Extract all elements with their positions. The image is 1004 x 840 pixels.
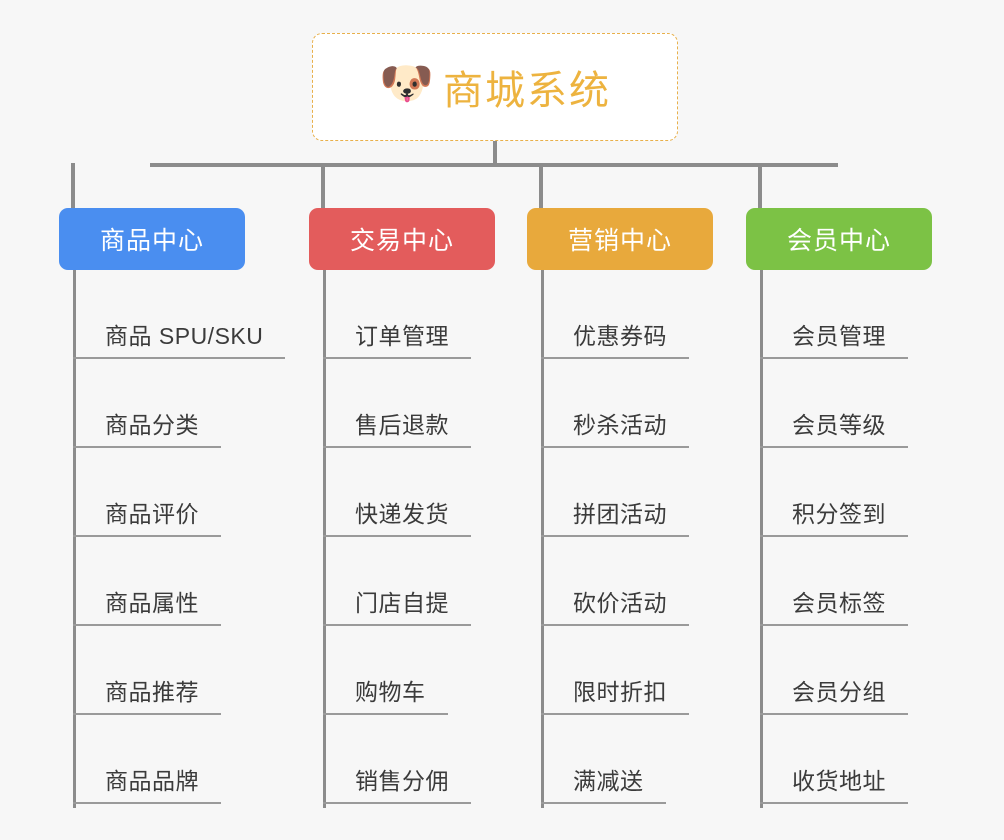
leaf-item[interactable]: 购物车 bbox=[323, 626, 448, 715]
branch-trunk-3 bbox=[541, 270, 544, 808]
leaf-item[interactable]: 秒杀活动 bbox=[541, 359, 689, 448]
branch-header-2[interactable]: 交易中心 bbox=[309, 208, 495, 270]
leaf-item[interactable]: 限时折扣 bbox=[541, 626, 689, 715]
connector-drop-3 bbox=[539, 163, 543, 208]
leaf-item-label: 优惠券码 bbox=[541, 317, 689, 359]
leaf-item-label: 秒杀活动 bbox=[541, 406, 689, 448]
leaf-item[interactable]: 快递发货 bbox=[323, 448, 471, 537]
leaf-item-label: 快递发货 bbox=[323, 495, 471, 537]
branch-header-label: 营销中心 bbox=[567, 227, 672, 255]
leaf-item-label: 会员管理 bbox=[760, 317, 908, 359]
leaf-item[interactable]: 会员标签 bbox=[760, 537, 908, 626]
leaf-item-label: 商品属性 bbox=[73, 584, 221, 626]
leaf-item-label: 会员等级 bbox=[760, 406, 908, 448]
leaf-item-label: 购物车 bbox=[323, 673, 448, 715]
leaf-item[interactable]: 商品推荐 bbox=[73, 626, 221, 715]
branch-header-4[interactable]: 会员中心 bbox=[746, 208, 932, 270]
leaf-item-label: 售后退款 bbox=[323, 406, 471, 448]
branch-header-label: 会员中心 bbox=[786, 227, 891, 255]
leaf-item-label: 会员分组 bbox=[760, 673, 908, 715]
leaf-item[interactable]: 商品属性 bbox=[73, 537, 221, 626]
leaf-item[interactable]: 收货地址 bbox=[760, 715, 908, 804]
leaf-item[interactable]: 优惠券码 bbox=[541, 270, 689, 359]
branch-header-label: 商品中心 bbox=[99, 227, 204, 255]
leaf-item[interactable]: 砍价活动 bbox=[541, 537, 689, 626]
root-title: 商城系统 bbox=[443, 69, 611, 113]
leaf-item[interactable]: 拼团活动 bbox=[541, 448, 689, 537]
leaf-item[interactable]: 会员等级 bbox=[760, 359, 908, 448]
leaf-item[interactable]: 商品评价 bbox=[73, 448, 221, 537]
connector-drop-1 bbox=[71, 163, 75, 208]
branch-trunk-1 bbox=[73, 270, 76, 808]
leaf-item[interactable]: 商品分类 bbox=[73, 359, 221, 448]
leaf-item-label: 商品评价 bbox=[73, 495, 221, 537]
leaf-item-label: 商品品牌 bbox=[73, 762, 221, 804]
leaf-item-label: 会员标签 bbox=[760, 584, 908, 626]
leaf-item[interactable]: 积分签到 bbox=[760, 448, 908, 537]
leaf-item-label: 收货地址 bbox=[760, 762, 908, 804]
leaf-item[interactable]: 满减送 bbox=[541, 715, 666, 804]
leaf-item[interactable]: 会员管理 bbox=[760, 270, 908, 359]
connector-drop-4 bbox=[758, 163, 762, 208]
leaf-item[interactable]: 商品 SPU/SKU bbox=[73, 270, 286, 359]
connector-drop-2 bbox=[321, 163, 325, 208]
leaf-item[interactable]: 售后退款 bbox=[323, 359, 471, 448]
leaf-item-label: 商品推荐 bbox=[73, 673, 221, 715]
leaf-item[interactable]: 会员分组 bbox=[760, 626, 908, 715]
branch-header-3[interactable]: 营销中心 bbox=[527, 208, 713, 270]
leaf-item-label: 门店自提 bbox=[323, 584, 471, 626]
leaf-item-label: 满减送 bbox=[541, 762, 666, 804]
leaf-item[interactable]: 商品品牌 bbox=[73, 715, 221, 804]
leaf-item-label: 商品 SPU/SKU bbox=[73, 317, 286, 359]
root-node[interactable]: 🐶 商城系统 bbox=[312, 33, 678, 141]
branch-header-label: 交易中心 bbox=[349, 227, 454, 255]
leaf-item[interactable]: 门店自提 bbox=[323, 537, 471, 626]
leaf-item-label: 拼团活动 bbox=[541, 495, 689, 537]
leaf-item-label: 订单管理 bbox=[323, 317, 471, 359]
leaf-item-label: 商品分类 bbox=[73, 406, 221, 448]
leaf-item[interactable]: 销售分佣 bbox=[323, 715, 471, 804]
shiba-dog-face-icon: 🐶 bbox=[379, 59, 434, 108]
connector-horizontal-bus bbox=[150, 163, 838, 167]
branch-trunk-4 bbox=[760, 270, 763, 808]
leaf-item-label: 销售分佣 bbox=[323, 762, 471, 804]
leaf-item-label: 积分签到 bbox=[760, 495, 908, 537]
leaf-item[interactable]: 订单管理 bbox=[323, 270, 471, 359]
leaf-item-label: 限时折扣 bbox=[541, 673, 689, 715]
branch-header-1[interactable]: 商品中心 bbox=[59, 208, 245, 270]
connector-root-stem bbox=[493, 141, 497, 167]
branch-trunk-2 bbox=[323, 270, 326, 808]
leaf-item-label: 砍价活动 bbox=[541, 584, 689, 626]
